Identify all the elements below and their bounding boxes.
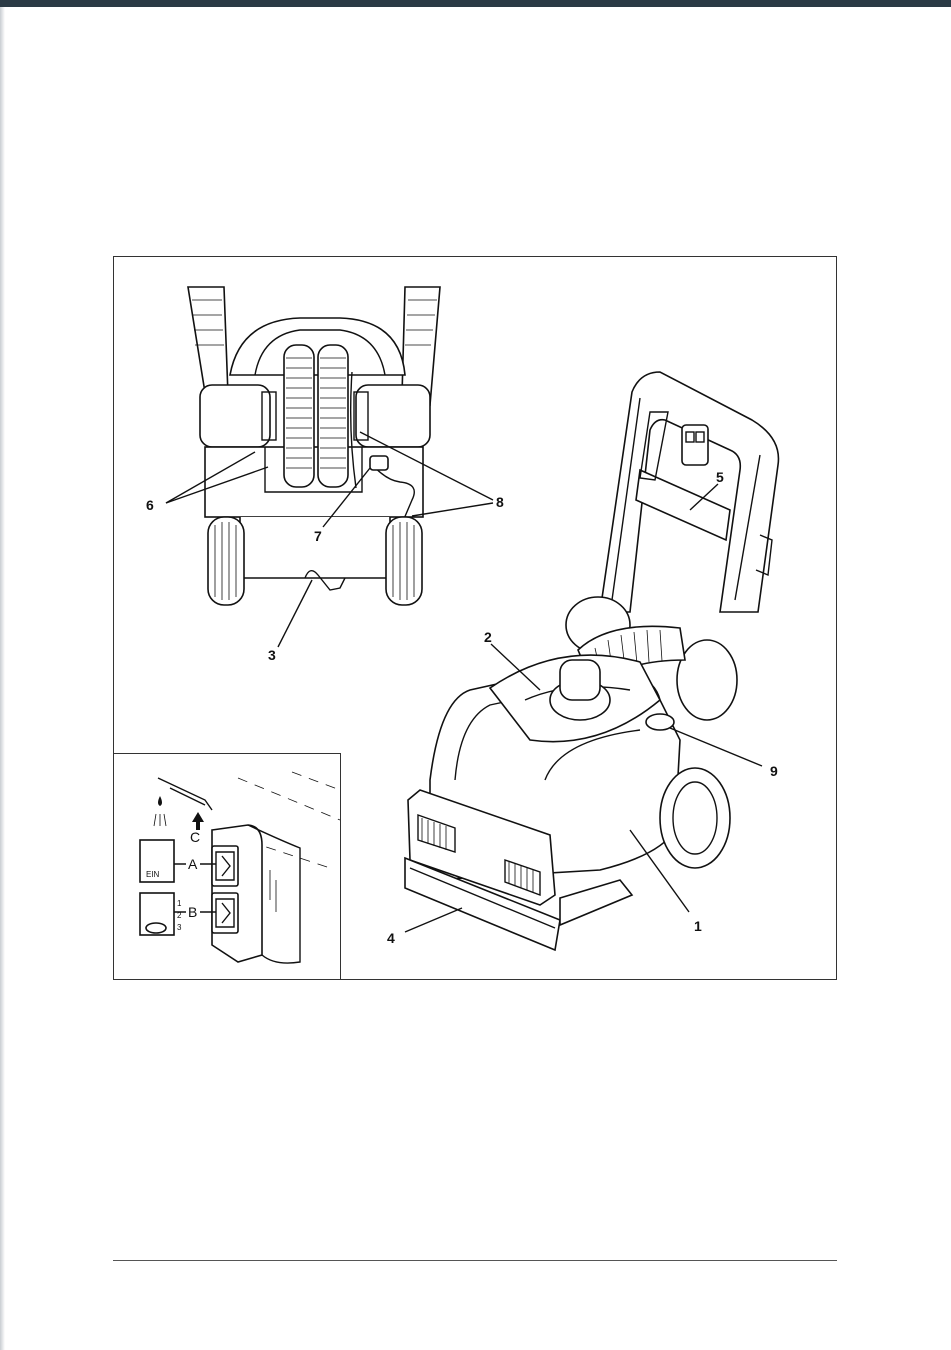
callout-9: 9 [770, 763, 778, 779]
callout-6: 6 [146, 497, 154, 513]
rear-view-drawing [187, 286, 441, 606]
perspective-view-drawing [404, 371, 780, 952]
page-edge-shadow [0, 7, 5, 1350]
callout-5: 5 [716, 469, 724, 485]
callout-7: 7 [314, 528, 322, 544]
ein-label: EIN [146, 870, 160, 879]
switch-a-label: A [188, 856, 198, 872]
callout-1: 1 [694, 918, 702, 934]
callout-4: 4 [387, 930, 395, 946]
rear-view-leaders [165, 431, 494, 648]
control-panel-drawing [139, 771, 341, 964]
callout-8: 8 [496, 494, 504, 510]
machine-illustration-frame [113, 256, 837, 980]
callout-3: 3 [268, 647, 276, 663]
switch-b-label: B [188, 904, 197, 920]
callout-2: 2 [484, 629, 492, 645]
stage-3-label: 3 [177, 923, 182, 932]
perspective-view-leaders [404, 483, 763, 933]
footer-rule [113, 1260, 837, 1261]
stage-2-label: 2 [177, 911, 182, 920]
top-bar [0, 0, 951, 7]
switch-c-label: C [190, 829, 200, 845]
stage-1-label: 1 [177, 899, 182, 908]
